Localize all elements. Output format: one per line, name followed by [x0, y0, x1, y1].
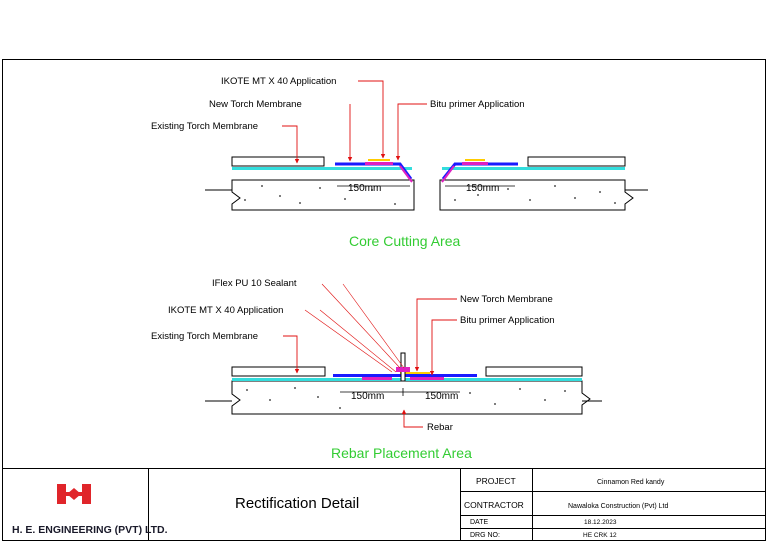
date-label: DATE — [470, 519, 488, 526]
label-new-torch-top: New Torch Membrane — [209, 99, 302, 110]
date-value: 18.12.2023 — [584, 519, 617, 526]
new-membrane-left — [335, 162, 413, 180]
cyan-layer-bottom — [232, 378, 582, 381]
leader-bitu-top — [395, 103, 427, 161]
label-existing-bottom: Existing Torch Membrane — [151, 331, 258, 342]
bitu-primer-right — [462, 162, 488, 165]
leader-new-torch-bottom — [414, 298, 457, 372]
existing-membrane-bottom-left — [231, 366, 326, 377]
bitu-primer-bottom-right — [410, 377, 444, 380]
slab-bottom — [231, 380, 591, 415]
right-slab — [439, 179, 634, 211]
core-cutting-detail: 150mm 150mm — [205, 80, 648, 211]
company-name: H. E. ENGINEERING (PVT) LTD. — [12, 524, 168, 536]
label-ikote-bottom: IKOTE MT X 40 Application — [168, 305, 283, 316]
left-slab — [231, 179, 415, 211]
label-new-torch-bottom: New Torch Membrane — [460, 294, 553, 305]
label-bitu-bottom: Bitu primer Application — [460, 315, 555, 326]
aggregate-texture-bottom — [246, 387, 566, 409]
drawing-title: Rectification Detail — [235, 495, 359, 512]
dim-left-text: 150mm — [348, 183, 381, 194]
primer-slope-left — [399, 165, 413, 183]
existing-membrane-bottom-right — [485, 366, 583, 377]
existing-membrane-left — [231, 156, 325, 167]
project-label: PROJECT — [476, 476, 516, 486]
label-existing-top: Existing Torch Membrane — [151, 121, 258, 132]
leader-iflex — [321, 283, 401, 369]
cyan-layer-right — [442, 167, 625, 170]
dimension-bottom — [340, 388, 460, 396]
dim-right-text: 150mm — [466, 183, 499, 194]
ikote-layer-left — [368, 159, 390, 161]
project-value: Cinnamon Red kandy — [597, 479, 665, 486]
leader-existing-bottom — [283, 335, 300, 374]
dim-bottom-left-text: 150mm — [351, 391, 384, 402]
contractor-value: Nawaloka Construction (Pvt) Ltd — [568, 503, 668, 510]
label-rebar: Rebar — [427, 422, 453, 433]
bitu-primer-bottom-left — [362, 377, 392, 380]
primer-slope-right — [441, 165, 455, 183]
title-block — [2, 468, 766, 541]
section-title-core: Core Cutting Area — [349, 233, 460, 249]
drg-label: DRG NO: — [470, 532, 500, 539]
leader-ikote-bottom-b — [319, 309, 397, 373]
leader-iflex-b — [342, 283, 405, 369]
ikote-layer-right — [465, 159, 485, 161]
dim-bottom-right-text: 150mm — [425, 391, 458, 402]
ikote-bottom — [400, 372, 430, 374]
leader-bitu-bottom — [429, 319, 457, 376]
label-iflex: IFlex PU 10 Sealant — [212, 278, 297, 289]
cyan-layer-left — [232, 167, 412, 170]
aggregate-texture — [244, 185, 616, 205]
label-bitu-top: Bitu primer Application — [430, 99, 525, 110]
sealant-cap — [396, 367, 410, 372]
leader-ikote-top — [358, 80, 386, 159]
bitu-primer-left — [365, 162, 393, 165]
rebar-placement-detail: 150mm 150mm — [205, 283, 602, 428]
leader-rebar — [401, 409, 423, 428]
company-logo — [57, 484, 91, 504]
label-ikote-top: IKOTE MT X 40 Application — [221, 76, 336, 87]
existing-membrane-right — [527, 156, 626, 167]
sheet-border — [2, 59, 766, 541]
section-title-rebar: Rebar Placement Area — [331, 445, 472, 461]
contractor-label: CONTRACTOR — [464, 500, 524, 510]
leader-ikote-bottom — [304, 309, 393, 373]
leader-existing-top — [282, 125, 300, 164]
drg-value: HE CRK 12 — [583, 532, 617, 539]
